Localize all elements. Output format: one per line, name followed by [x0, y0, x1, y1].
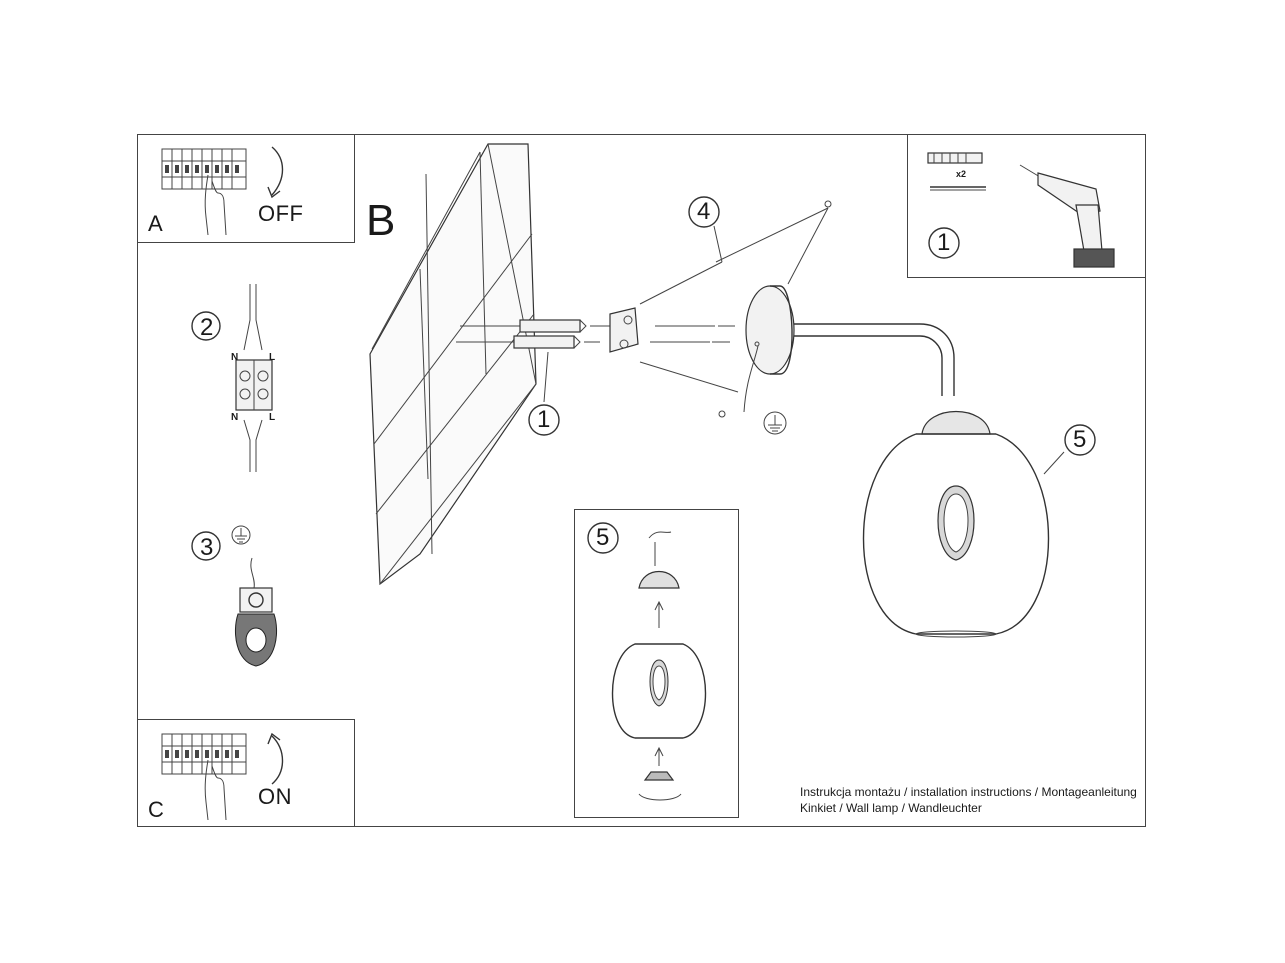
- step-3-number: 3: [200, 534, 214, 561]
- instruction-sheet: [137, 134, 1146, 827]
- caption-line-1: Instrukcja montażu / installation instru…: [800, 785, 1137, 799]
- step-3-circle: [191, 531, 221, 561]
- live-bottom-label: L: [269, 412, 276, 423]
- step-5-circle: [1064, 424, 1096, 456]
- quantity-label: x2: [956, 169, 967, 179]
- panel-b-letter: B: [366, 196, 396, 245]
- panel-c-letter: C: [148, 797, 164, 822]
- ground-symbol-icon: [231, 525, 251, 545]
- ground-symbol-icon: [763, 411, 787, 435]
- wiring-step: 2 N L N L: [190, 280, 310, 480]
- step-2-circle: [191, 311, 221, 341]
- wall-tiles-drawing: [369, 143, 537, 586]
- on-label: ON: [258, 784, 292, 809]
- caption-block: Instrukcja montażu / installation instru…: [800, 784, 1137, 816]
- step-1-wall-number: 1: [537, 406, 551, 433]
- step-1-tools-number: 1: [937, 229, 951, 256]
- breaker-panel-icon: [161, 148, 247, 236]
- shade-assembly-drawing: [611, 531, 707, 801]
- panel-c-power-on: C ON: [137, 719, 355, 827]
- mounting-leaders: [639, 200, 832, 418]
- tools-box: x2 1: [907, 134, 1146, 278]
- breaker-panel-icon: [161, 733, 247, 821]
- step-5-number: 5: [1073, 426, 1087, 453]
- terminal-block-icon: [235, 284, 273, 472]
- step-1-wall-leader: [543, 351, 549, 403]
- step-5-detail-circle: [587, 522, 619, 554]
- panel-a-power-off: A OFF: [137, 134, 355, 243]
- panel-a-letter: A: [148, 211, 163, 236]
- step-5-leader: [1043, 451, 1065, 475]
- step-4-number: 4: [697, 198, 711, 225]
- glass-shade-drawing: [862, 411, 1050, 638]
- step-2-number: 2: [200, 314, 214, 341]
- off-label: OFF: [258, 201, 304, 226]
- caption-line-2: Kinkiet / Wall lamp / Wandleuchter: [800, 801, 982, 815]
- drill-icon: [1019, 164, 1115, 268]
- lamp-arm-drawing: [743, 285, 955, 413]
- neutral-bottom-label: N: [231, 412, 239, 423]
- arrow-up-icon: [267, 732, 284, 785]
- neutral-top-label: N: [231, 352, 239, 363]
- ground-step: 3: [190, 522, 300, 682]
- step-1-tools-circle: [928, 227, 960, 259]
- ground-lug-icon: [235, 557, 277, 667]
- anchor-screws-icon: [927, 152, 986, 191]
- step-5-detail-number: 5: [596, 524, 610, 551]
- wall-anchors-drawing: [456, 307, 735, 353]
- step-4-circle: [688, 196, 720, 228]
- step-1-wall-circle: [528, 404, 560, 436]
- live-top-label: L: [269, 352, 276, 363]
- arrow-down-icon: [267, 146, 284, 199]
- shade-detail-box: 5: [574, 509, 739, 818]
